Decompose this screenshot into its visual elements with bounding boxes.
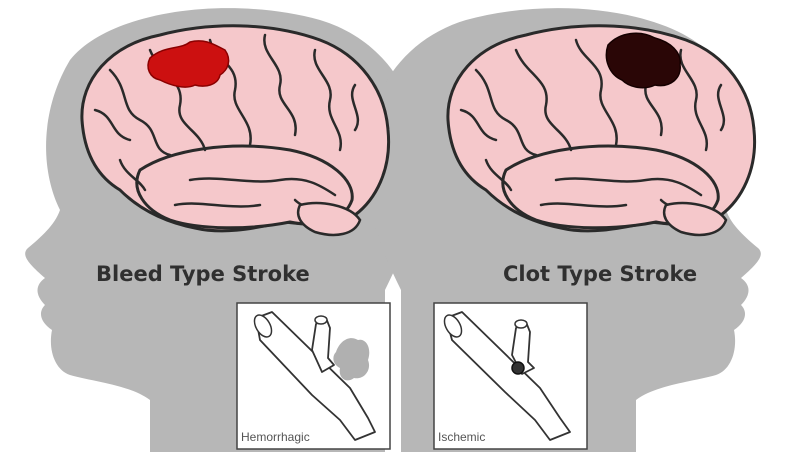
ischemic-label: Ischemic xyxy=(438,430,485,444)
hemorrhagic-label: Hemorrhagic xyxy=(241,430,310,444)
bleed-type-stroke-title: Bleed Type Stroke xyxy=(96,262,310,286)
clot-dot xyxy=(512,362,524,374)
hemorrhagic-inset xyxy=(237,303,390,449)
ischemic-inset xyxy=(434,303,587,449)
clot-type-stroke-title: Clot Type Stroke xyxy=(503,262,697,286)
